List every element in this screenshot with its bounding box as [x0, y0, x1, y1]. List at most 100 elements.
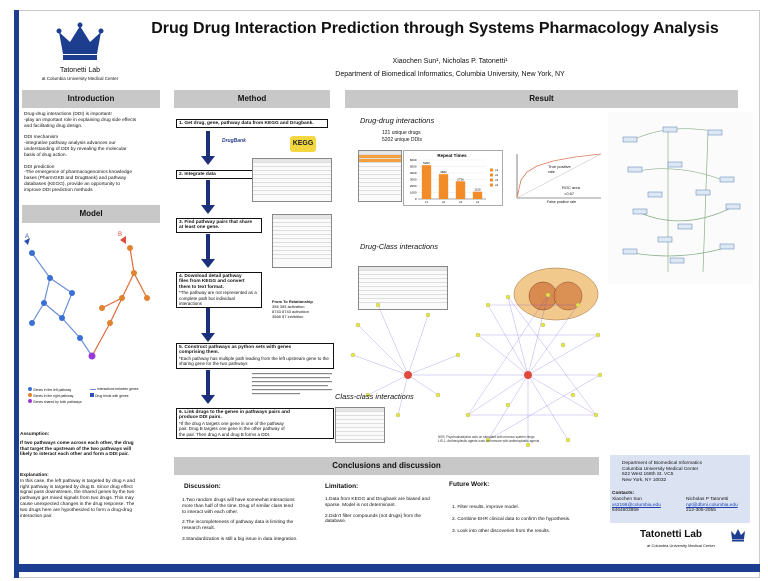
y-tick-label: 0	[415, 197, 417, 201]
section-introduction: Introduction	[22, 90, 160, 108]
model-network: A B	[24, 232, 150, 360]
repeat-times-chart: Repeat Times 0 1000 2000 3000 4000 5000 6000 520…	[403, 150, 503, 206]
lab-name: Tatonetti Lab	[59, 67, 101, 74]
integrated-data-table	[252, 158, 332, 202]
email-link-sun[interactable]: xs2198@columbia.edu	[612, 502, 661, 508]
discussion-heading: Discussion:	[184, 483, 221, 490]
footer-lab-name: Tatonetti Lab	[640, 529, 703, 540]
section-conclusions: Conclusions and discussion	[174, 457, 599, 475]
drug-class-title: Drug-Class interactions	[360, 242, 438, 251]
poster-department: Department of Biomedical Informatics, Co…	[335, 71, 565, 78]
bar-x2	[438, 174, 449, 199]
limitation-heading: Limitation:	[325, 483, 359, 490]
x-tick-label: x4	[476, 200, 480, 204]
y-tick-label: 4000	[410, 171, 417, 175]
contacts-heading: Contacts:	[612, 491, 635, 496]
legend-label: x1	[495, 168, 499, 172]
unique-ddis: 5202 unique DDIs	[382, 137, 423, 143]
drug-class-table	[358, 266, 448, 310]
method-step-6: 6. Link drugs to the genes in pathways p…	[176, 408, 334, 440]
email-link-tatonetti[interactable]: npt@dbmi.columbia.edu	[686, 502, 738, 508]
class-network	[350, 292, 603, 448]
roc-line	[516, 153, 602, 199]
y-tick-label: 3000	[410, 178, 417, 182]
pathway-pairs-table	[272, 214, 332, 268]
drugbank-logo: DrugBank	[222, 138, 246, 144]
drug-b-marker	[120, 236, 126, 244]
network-note: NSS: Psychoanaleptics acts on stimulant …	[438, 435, 540, 444]
drug-a-marker	[24, 238, 30, 245]
limitation-text: 1.Data from KEGG and Drugbank are biased…	[325, 497, 430, 525]
legend-label: x3	[495, 178, 499, 182]
section-method: Method	[174, 90, 330, 108]
y-tick-label: 6000	[410, 158, 417, 162]
legend-swatch	[490, 178, 493, 182]
bar-x1	[421, 165, 432, 199]
class-class-title: Class-class interactions	[335, 392, 414, 401]
x-tick-label: x3	[459, 200, 463, 204]
data-label: 2726	[457, 177, 464, 181]
class-class-table	[335, 407, 385, 443]
method-step-2: 2. Integrate data	[176, 170, 256, 180]
kegg-logo: KEGG	[290, 136, 316, 152]
legend-swatch	[490, 168, 493, 172]
roc-area-label: ROC area	[562, 185, 581, 190]
python-sets-snippet	[252, 372, 334, 398]
accent-bar-bottom	[14, 564, 760, 572]
contact-panel	[610, 455, 750, 523]
drug-a-label: A	[25, 234, 29, 240]
section-result: Result	[345, 90, 738, 108]
future-work-heading: Future Work:	[449, 481, 490, 488]
left-pathway-nodes	[29, 250, 83, 341]
pathway-diagram	[608, 112, 753, 284]
future-work-text: 1. Filter results, improve model. 2. Com…	[452, 505, 571, 534]
x-tick-label: x2	[442, 200, 446, 204]
y-tick-label: 5000	[410, 165, 417, 169]
poster-authors: Xiaochen Sun¹, Nicholas P. Tatonetti¹	[392, 58, 508, 65]
false-positive-label: False positive rate	[547, 200, 577, 204]
footer-crown-icon	[730, 528, 746, 547]
flow-arrow	[201, 308, 215, 342]
contact-tatonetti: Nicholas P Tatonetti npt@dbmi.columbia.e…	[686, 497, 738, 514]
hub-node-right	[524, 371, 532, 379]
chart-title: Repeat Times	[437, 153, 467, 158]
intro-text: Drug-drug interactions (DDI) is importan…	[24, 112, 137, 193]
crown-logo-icon	[55, 22, 105, 62]
accent-bar-left	[14, 10, 19, 578]
roc-area-value: =0.67	[564, 191, 575, 196]
drug-b-label: B	[118, 232, 122, 238]
method-step-5: 5. Construct pathways as python sets wit…	[176, 343, 334, 369]
unique-drugs: 121 unique drugs	[382, 130, 421, 136]
roc-curve-chart	[516, 153, 602, 199]
x-tick-label: x1	[425, 200, 429, 204]
y-tick-label: 1000	[410, 191, 417, 195]
legend-swatch	[490, 173, 493, 177]
legend-label: x2	[495, 173, 499, 177]
bar-x4	[472, 191, 483, 199]
class-venn-diagram	[513, 267, 599, 321]
right-pathway-nodes	[99, 245, 150, 326]
model-assumption: Assumption: If two pathways come across …	[20, 432, 134, 458]
data-label: 5202	[423, 161, 430, 165]
footer-lab-subtitle: at Columbia University Medical Center	[647, 543, 716, 548]
shared-node	[88, 352, 96, 360]
true-positive-label: True positive rate	[548, 164, 571, 174]
bar-x3	[455, 181, 466, 199]
legend-swatch	[490, 183, 493, 187]
data-label: 3822	[440, 170, 447, 174]
ddi-table	[358, 150, 402, 202]
data-label: 1125	[474, 188, 481, 192]
discussion-text: 1.Two random drugs will have somewhat in…	[182, 498, 298, 542]
model-explanation: Explanation: In this case, the left path…	[20, 473, 135, 519]
ddi-title: Drug-drug interactions	[360, 116, 435, 125]
poster-title: Drug Drug Interaction Prediction through…	[151, 20, 719, 37]
flow-arrow	[201, 180, 215, 214]
lab-subtitle: at Columbia University Medical Center	[41, 76, 119, 81]
flow-arrow	[201, 370, 215, 404]
y-tick-label: 2000	[410, 184, 417, 188]
method-step-1: 1. Get drug, gene, pathway data from KEG…	[176, 119, 328, 129]
